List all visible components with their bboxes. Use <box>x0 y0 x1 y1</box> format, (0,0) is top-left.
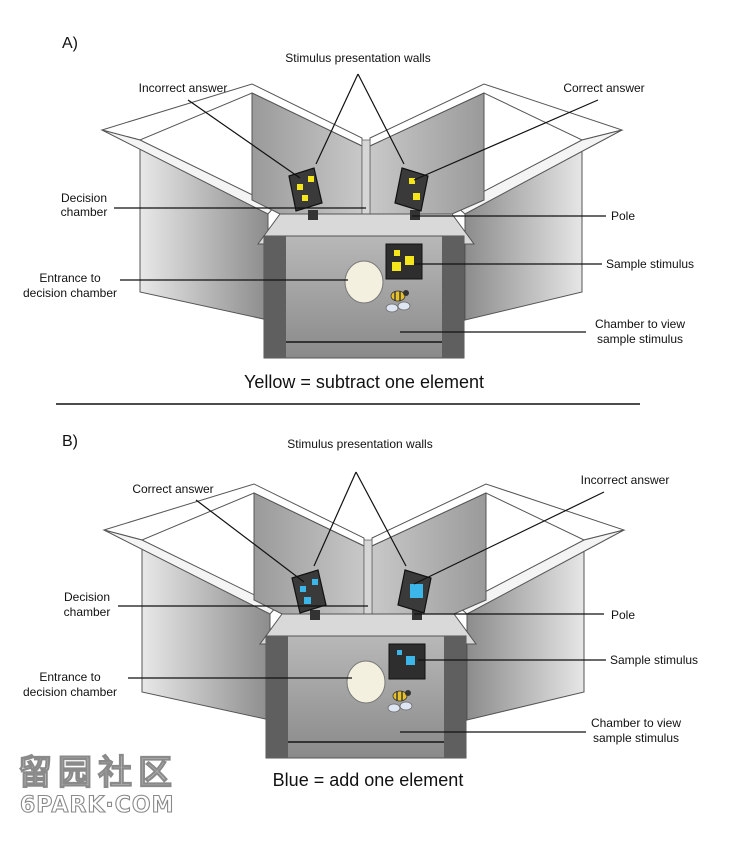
panel-a-leader-lines <box>114 73 606 333</box>
watermark-chinese: 留园社区 <box>18 753 178 793</box>
panel-a-left-screen <box>288 167 323 212</box>
panel-a-entrance-label-line1: Entrance to <box>39 271 101 285</box>
panel-a-view-label-line2: sample stimulus <box>597 332 683 346</box>
panel-b-sample-label: Sample stimulus <box>610 653 698 667</box>
panel-b-sample-stimulus <box>388 643 426 680</box>
panel-a-incorrect-label: Incorrect answer <box>139 81 228 95</box>
panel-b-correct-label: Correct answer <box>132 482 213 496</box>
panel-a: A) <box>23 35 694 392</box>
panel-b-entrance-label-line2: decision chamber <box>23 685 117 699</box>
panel-b-leader-lines <box>118 471 606 733</box>
panel-a-decision-label-line1: Decision <box>61 191 107 205</box>
panel-b: B) Stimulus presentati <box>23 433 698 790</box>
panel-a-walls-label: Stimulus presentation walls <box>285 51 430 65</box>
panel-b-entrance-label-line1: Entrance to <box>39 670 101 684</box>
panel-b-incorrect-label: Incorrect answer <box>581 473 670 487</box>
panel-a-correct-label: Correct answer <box>563 81 644 95</box>
panel-a-letter: A) <box>62 35 78 52</box>
panel-a-entrance-label-line2: decision chamber <box>23 286 117 300</box>
panel-b-letter: B) <box>62 433 78 450</box>
panel-b-apparatus <box>103 483 625 759</box>
panel-a-view-label-line1: Chamber to view <box>595 317 685 331</box>
panel-b-right-screen <box>397 569 432 614</box>
panel-a-decision-label-line2: chamber <box>61 205 108 219</box>
panel-b-decision-label-line1: Decision <box>64 590 110 604</box>
panel-b-view-label-line2: sample stimulus <box>593 731 679 745</box>
panel-a-apparatus <box>101 83 623 359</box>
panel-b-left-screen <box>291 569 327 614</box>
watermark: 留园社区 6PARK·COM <box>17 752 178 818</box>
panel-b-pole-label: Pole <box>611 608 635 622</box>
panel-a-pole-label: Pole <box>611 209 635 223</box>
panel-b-view-label-line1: Chamber to view <box>591 716 681 730</box>
panel-a-sample-label: Sample stimulus <box>606 257 694 271</box>
panel-b-walls-label: Stimulus presentation walls <box>287 437 432 451</box>
watermark-latin: 6PARK·COM <box>20 793 175 818</box>
panel-a-right-screen <box>394 167 429 212</box>
panel-a-sample-stimulus <box>385 243 423 280</box>
panel-a-caption: Yellow = subtract one element <box>244 372 484 392</box>
panel-b-caption: Blue = add one element <box>273 770 464 790</box>
panel-b-decision-label-line2: chamber <box>64 605 111 619</box>
